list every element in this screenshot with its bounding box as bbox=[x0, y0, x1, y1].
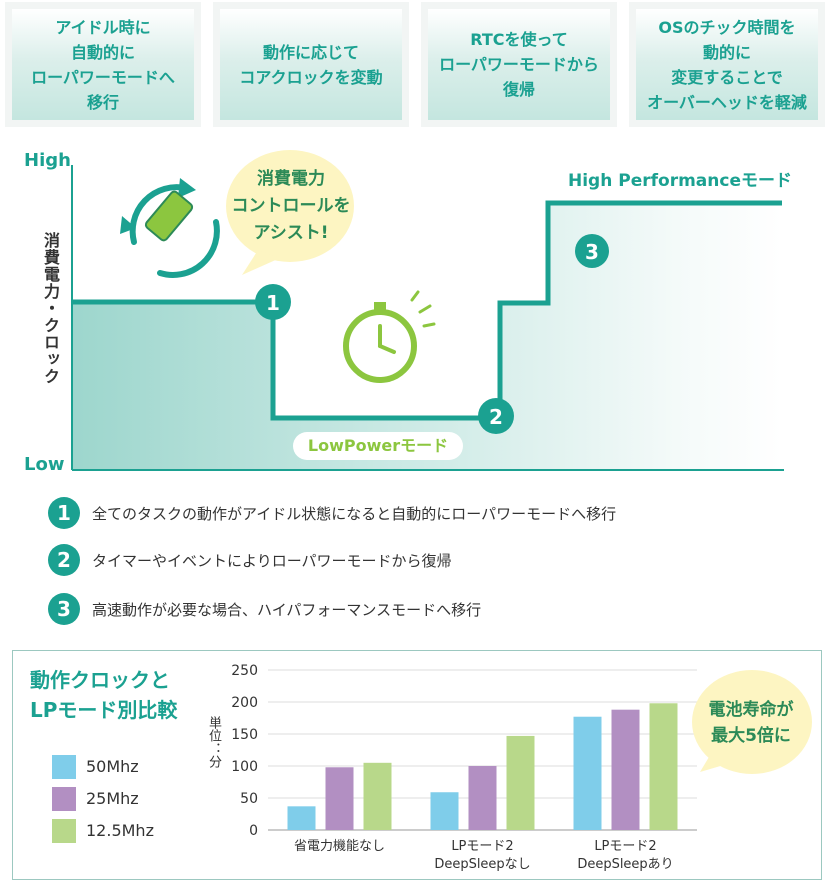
bar bbox=[573, 716, 602, 830]
step-text: タイマーやイベントによりローパワーモードから復帰 bbox=[92, 552, 452, 570]
y-axis-label: 消費電力・クロック bbox=[41, 232, 60, 385]
legend-swatch bbox=[52, 787, 76, 811]
feature-box-idle: アイドル時に 自動的に ローパワーモードへ 移行 bbox=[5, 2, 201, 127]
feature-box-rtc: RTCを使って ローパワーモードから 復帰 bbox=[421, 2, 617, 127]
battery-badge-text: 電池寿命が 最大5倍に bbox=[708, 700, 794, 746]
step-3: 3 高速動作が必要な場合、ハイパフォーマンスモードへ移行 bbox=[48, 593, 568, 625]
step-number: 2 bbox=[48, 544, 80, 576]
step-text: 全てのタスクの動作がアイドル状態になると自動的にローパワーモードへ移行 bbox=[92, 505, 617, 523]
step-1: 1 全てのタスクの動作がアイドル状態になると自動的にローパワーモードへ移行 bbox=[48, 497, 616, 529]
step-number: 3 bbox=[48, 593, 80, 625]
feature-text: OSのチック時間を 動的に 変更することで オーバーヘッドを軽減 bbox=[647, 17, 807, 112]
bubble-text: 消費電力 コントロールを アシスト! bbox=[231, 169, 351, 243]
marker-1: 1 bbox=[255, 284, 291, 320]
svg-text:1: 1 bbox=[266, 291, 280, 315]
axis-high-label: High bbox=[24, 150, 71, 171]
low-power-label: LowPowerモード bbox=[293, 432, 463, 460]
assist-speech-bubble bbox=[226, 150, 354, 275]
feature-box-clock: 動作に応じて コアクロックを変動 bbox=[213, 2, 409, 127]
step-2: 2 タイマーやイベントによりローパワーモードから復帰 bbox=[48, 544, 568, 576]
y-tick-label: 50 bbox=[240, 791, 258, 807]
power-level-line bbox=[72, 200, 782, 421]
x-tick-label: 省電力機能なし bbox=[294, 839, 385, 854]
feature-box-tick: OSのチック時間を 動的に 変更することで オーバーヘッドを軽減 bbox=[629, 2, 825, 127]
unit-label: 単位：分 bbox=[206, 716, 221, 768]
stopwatch-icon bbox=[343, 290, 436, 383]
bar bbox=[468, 766, 497, 830]
x-tick-label: DeepSleepあり bbox=[577, 857, 673, 872]
marker-2: 2 bbox=[478, 398, 514, 434]
bar bbox=[611, 709, 640, 830]
y-tick-label: 100 bbox=[231, 759, 258, 775]
x-tick-label: LPモード2 bbox=[594, 839, 656, 854]
chart-title: 動作クロックと LPモード別比較 bbox=[30, 668, 178, 722]
bar bbox=[325, 767, 354, 830]
y-tick-label: 250 bbox=[231, 663, 258, 679]
battery-cycle-icon bbox=[120, 178, 220, 278]
axis-low-label: Low bbox=[24, 454, 65, 475]
feature-text: RTCを使って ローパワーモードから 復帰 bbox=[439, 30, 599, 99]
step-number: 1 bbox=[48, 497, 80, 529]
bar bbox=[363, 762, 392, 830]
bar bbox=[649, 703, 678, 830]
legend-swatch bbox=[52, 819, 76, 843]
feature-text: アイドル時に 自動的に ローパワーモードへ 移行 bbox=[31, 17, 175, 112]
marker-3: 3 bbox=[575, 234, 609, 268]
legend-label: 12.5Mhz bbox=[86, 821, 154, 840]
chart-panel bbox=[12, 650, 822, 880]
bar bbox=[287, 806, 316, 830]
bar bbox=[430, 792, 459, 830]
svg-text:2: 2 bbox=[489, 405, 503, 429]
legend-label: 25Mhz bbox=[86, 789, 139, 808]
x-tick-label: LPモード2 bbox=[451, 839, 513, 854]
step-text: 高速動作が必要な場合、ハイパフォーマンスモードへ移行 bbox=[92, 601, 482, 619]
legend-label: 50Mhz bbox=[86, 757, 139, 776]
y-tick-label: 0 bbox=[249, 823, 258, 839]
x-tick-label: DeepSleepなし bbox=[434, 857, 530, 872]
y-tick-label: 150 bbox=[231, 727, 258, 743]
feature-text: 動作に応じて コアクロックを変動 bbox=[239, 42, 383, 87]
power-area-fill bbox=[72, 203, 782, 470]
high-performance-label: High Performanceモード bbox=[568, 171, 792, 191]
bar bbox=[506, 735, 535, 830]
y-tick-label: 200 bbox=[231, 695, 258, 711]
legend-swatch bbox=[52, 755, 76, 779]
svg-text:3: 3 bbox=[585, 240, 599, 264]
